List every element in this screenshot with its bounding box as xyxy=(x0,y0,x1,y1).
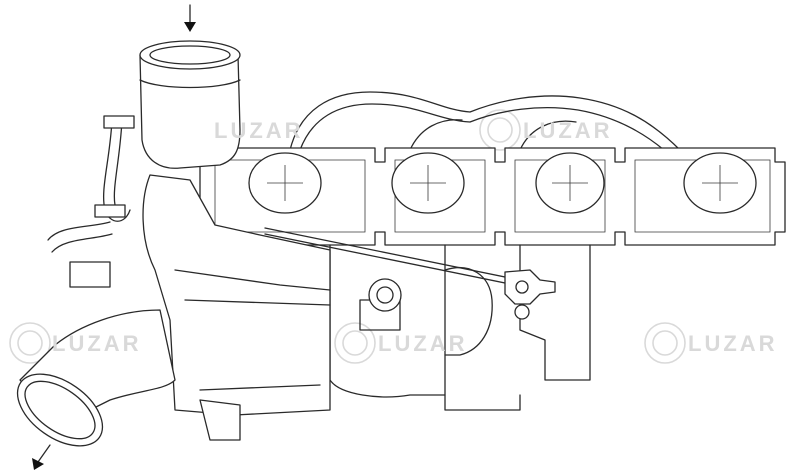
turbine-housing xyxy=(329,244,591,411)
manifold-flange xyxy=(199,147,786,246)
watermark-2: LUZAR xyxy=(523,118,613,143)
exhaust-port-1 xyxy=(248,152,322,214)
exhaust-manifold xyxy=(289,91,681,151)
watermark-logo-4 xyxy=(334,322,376,364)
watermark-logo-2 xyxy=(479,109,521,151)
inlet-flow-arrow xyxy=(184,4,196,32)
oil-lines xyxy=(47,115,135,288)
watermark-logo-5 xyxy=(644,322,686,364)
actuator-bracket xyxy=(199,399,241,441)
watermark-1: LUZAR xyxy=(214,118,304,143)
watermark-logo-3 xyxy=(9,322,51,364)
watermark-4: LUZAR xyxy=(378,331,468,356)
exhaust-port-4 xyxy=(683,152,757,214)
exhaust-port-3 xyxy=(535,152,605,214)
compressor-housing xyxy=(142,174,331,416)
watermark-3: LUZAR xyxy=(52,331,142,356)
compressor-inlet-pipe xyxy=(139,40,241,169)
exhaust-port-2 xyxy=(391,152,465,214)
compressor-outlet-elbow xyxy=(16,309,176,447)
watermark-5: LUZAR xyxy=(688,331,778,356)
outlet-flow-arrow xyxy=(32,444,51,470)
